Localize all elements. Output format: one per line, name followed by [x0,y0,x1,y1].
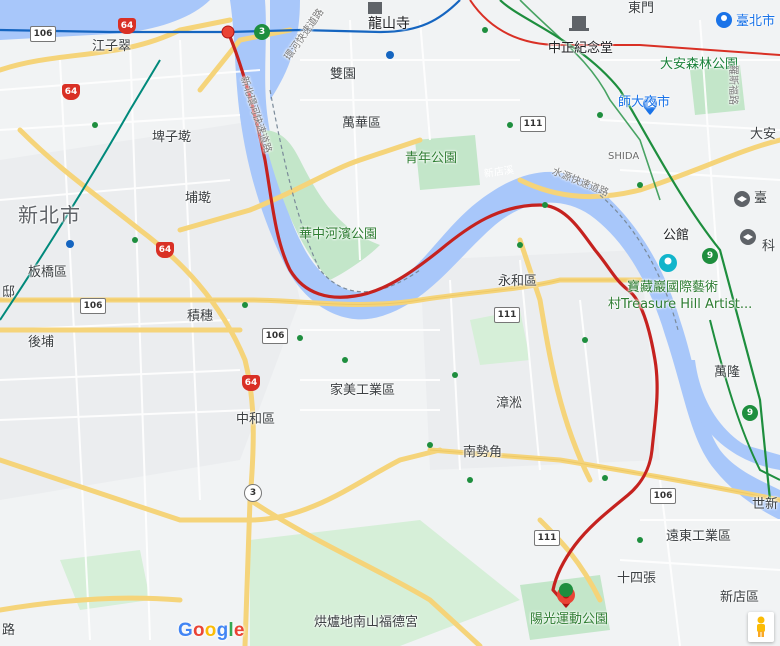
label-shisizhang: 十四張 [617,571,657,586]
freeway-shield-64: 64 [242,375,260,391]
label-longshan[interactable]: 龍山寺 [368,16,410,32]
poi-taipei-marker[interactable] [716,12,732,28]
label-tai: 臺 [754,191,768,206]
river-jingmei [689,360,780,470]
highway-shield-106: 106 [30,26,56,42]
poi-shida-marker[interactable] [643,97,657,115]
google-logo-letter: e [233,620,245,641]
google-logo-letter: o [204,620,217,641]
label-zhangtan: 漳淞 [496,396,523,411]
route-start-marker[interactable] [221,25,235,39]
metro-line-red [469,0,780,56]
google-logo-letter: o [192,620,205,641]
label-ke: 科 [762,239,776,254]
label-banqiao: 板橋區 [28,265,68,280]
label-jiangzicui: 江子翠 [92,39,132,54]
trail-dashed [599,194,679,331]
label-luo-road: 羅斯福路 [727,65,738,105]
label-taipei[interactable]: 臺北市 [736,14,776,29]
label-shuangyuan: 雙園 [330,67,357,82]
label-wanlong: 萬隆 [714,365,741,380]
poi-cks-marker[interactable] [569,16,589,31]
metro-line-green-2 [519,0,661,201]
google-logo-letter: l [228,620,234,641]
label-yuandong: 遠東工業區 [666,529,732,544]
label-yonghe: 永和區 [498,274,538,289]
label-puqian: 埔墘 [185,191,212,206]
label-da: 大安 [750,127,777,142]
station-icons [92,27,643,543]
park-huazhong [262,130,380,280]
poi-school-marker[interactable] [734,191,750,207]
label-lu: 路 [2,623,16,638]
freeway-shield-64: 64 [156,242,174,258]
freeway-shield-64: 64 [118,18,136,34]
label-jingping: 積穗 [187,309,214,324]
river-branch [270,0,300,100]
route-line[interactable] [226,30,659,600]
label-dong: 東門 [628,1,655,16]
label-daan[interactable]: 大安森林公園 [660,57,739,72]
park-qingnian [415,135,480,190]
park-yonghe [470,310,530,365]
park-nanshan [250,520,520,646]
highway-shield-106: 106 [650,488,676,504]
highway-shield-106: 106 [80,298,106,314]
urban-area [420,250,660,470]
label-treasure-en[interactable]: 村Treasure Hill Artist... [608,297,753,312]
label-cks[interactable]: 中正紀念堂 [548,41,614,56]
poi-treasure-marker[interactable] [659,254,677,272]
label-shida[interactable]: 師大夜市 [618,95,671,110]
label-fude[interactable]: 烘爐地南山福德宮 [314,615,419,630]
highway-shield-111: 111 [534,530,560,546]
poi-school-marker-2[interactable] [740,229,756,245]
route-shield-3: 3 [254,24,270,40]
street-view-pegman-icon[interactable] [748,612,774,642]
major-road-edges [0,279,780,501]
label-yangguang[interactable]: 陽光運動公園 [530,612,609,627]
poi-longshan-marker[interactable] [368,2,382,14]
river-xindian [230,0,780,520]
label-huazhong[interactable]: 華中河濱公園 [299,227,378,242]
google-logo-letter: G [178,620,193,641]
highway-shield-111: 111 [520,116,546,132]
park-yangguang [520,575,610,640]
metro-line-teal [0,59,161,321]
google-logo: Google [178,620,245,642]
label-xindian: 新店區 [720,590,760,605]
label-shi: 世新 [752,497,779,512]
label-bei: 邸 [2,285,16,300]
label-zhonghe: 中和區 [236,412,276,427]
metro-line-green-3 [709,319,780,481]
label-wanhua: 萬華區 [342,116,382,131]
label-pixitsui: 埤子墘 [152,130,192,145]
freeway-shield-64: 64 [62,84,80,100]
highway-shield-111: 111 [494,307,520,323]
label-houpu: 後埔 [28,335,55,350]
route-shield-9: 9 [742,405,758,421]
park-marker-yangguang[interactable] [559,583,573,597]
label-treasure[interactable]: 寶藏巖國際藝術 [627,280,719,295]
label-nanshijiao: 南勢角 [463,445,503,460]
label-qingnian[interactable]: 青年公園 [405,151,458,166]
label-shida-en: SHIDA [608,151,640,162]
park-sw [60,550,150,610]
metro-line-green [499,0,772,501]
highway-shield-106: 106 [262,328,288,344]
trail-dashed [269,89,421,293]
route-shield-3: 3 [244,484,262,502]
label-gongguan: 公館 [663,228,690,243]
metro-station-marker [66,51,394,248]
metro-line-blue [0,0,461,34]
google-logo-letter: g [216,620,229,641]
route-shield-9: 9 [702,248,718,264]
label-jiamei: 家美工業區 [330,383,396,398]
label-new-taipei: 新北市 [18,203,81,227]
